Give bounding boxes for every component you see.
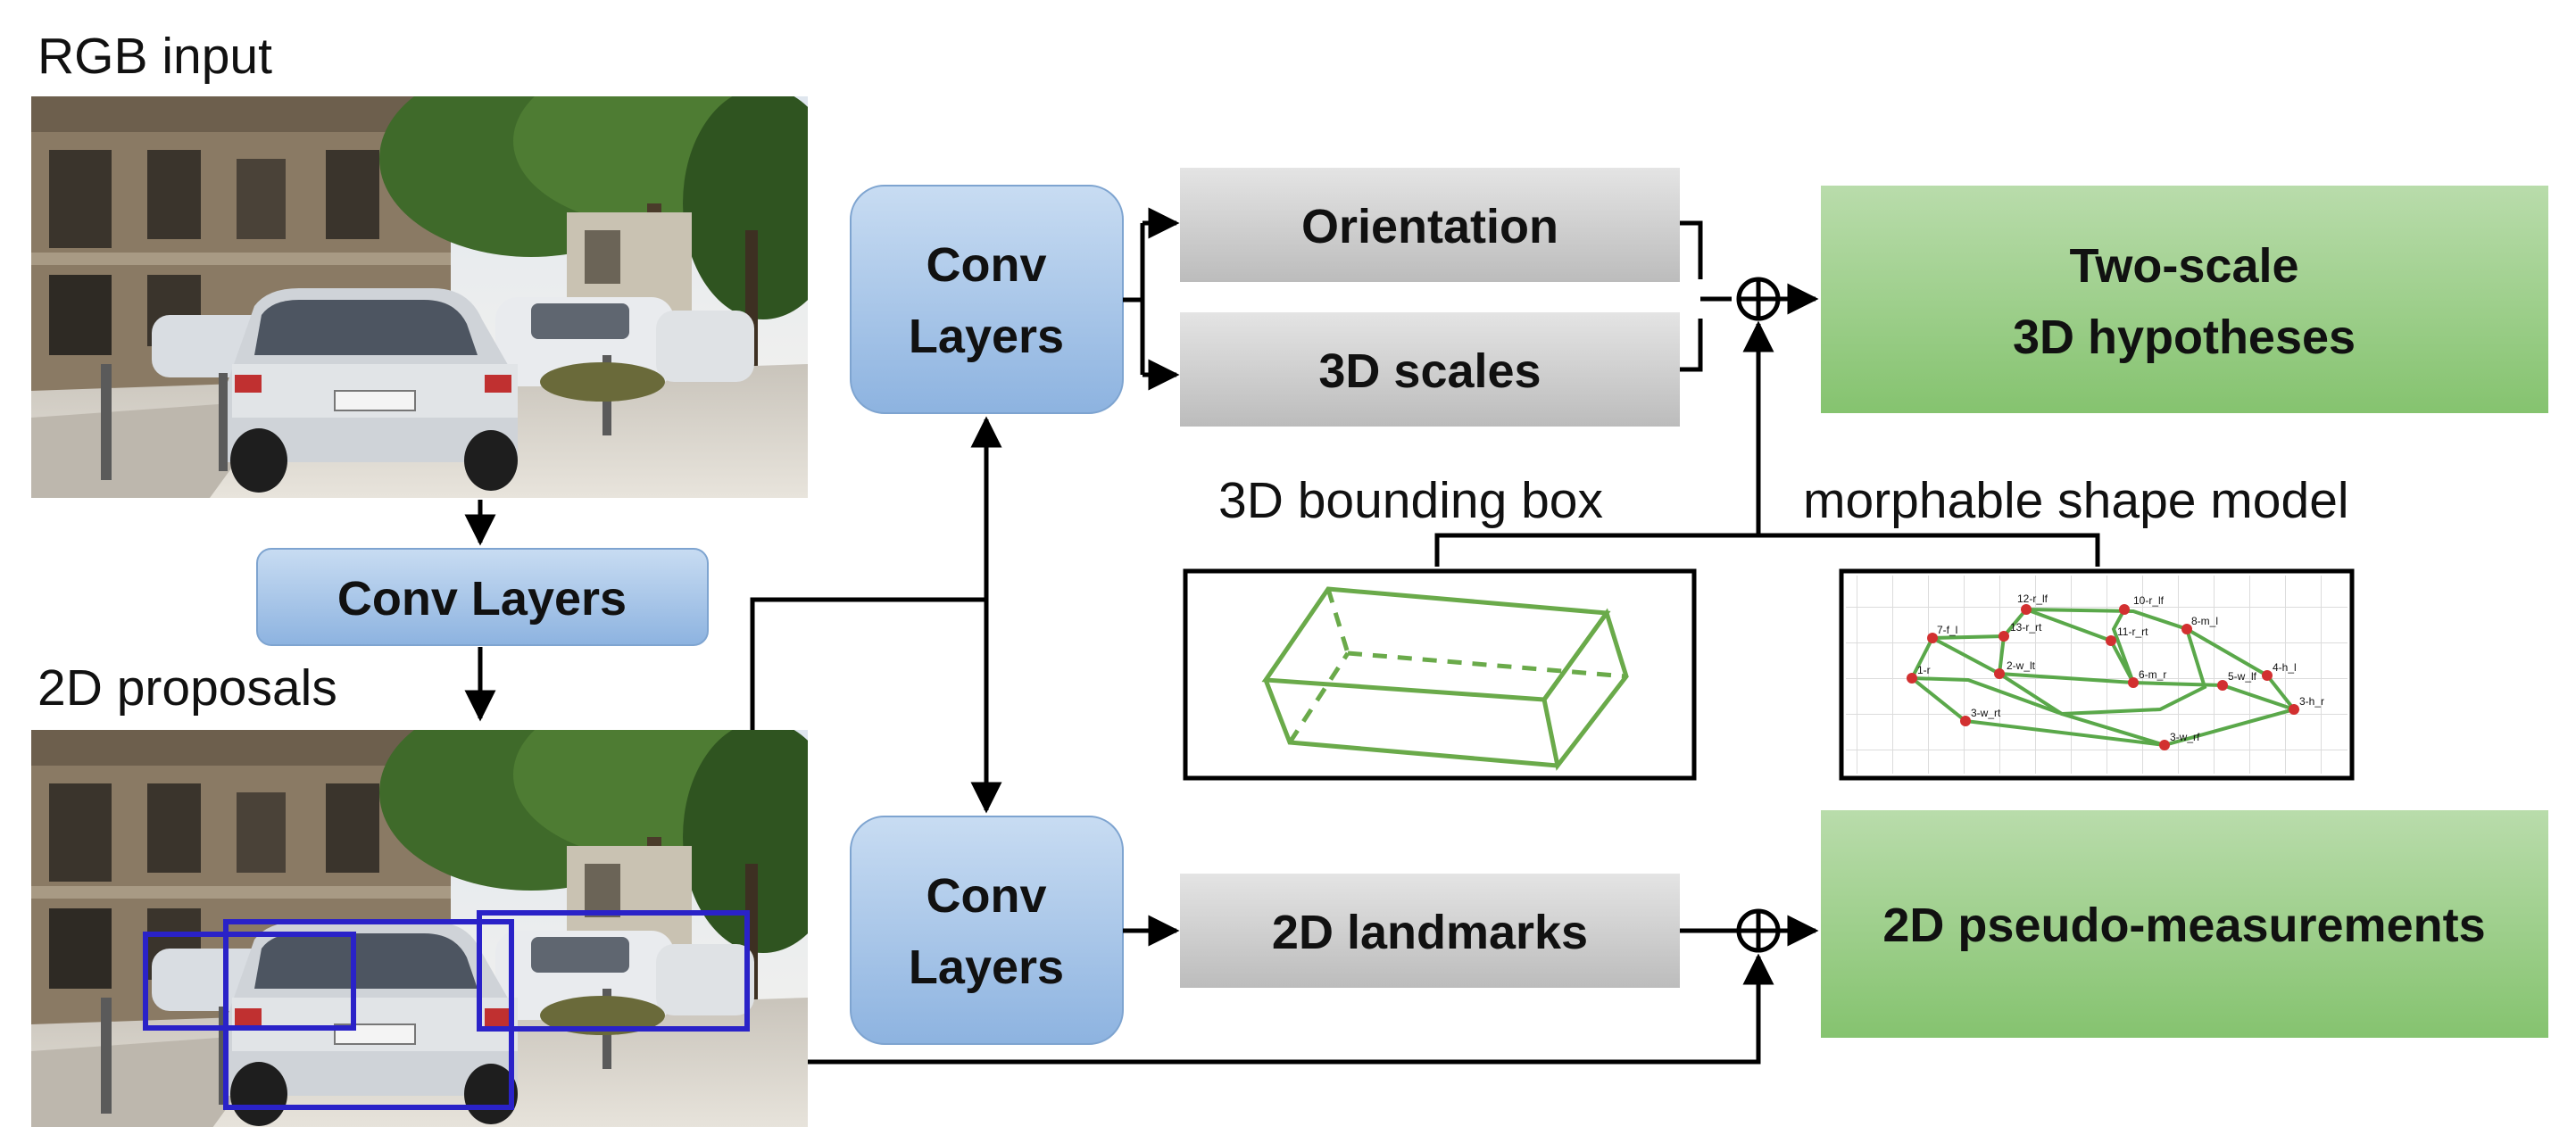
svg-text:1-r: 1-r [1917, 664, 1931, 676]
orientation-label: Orientation [1301, 200, 1558, 253]
svg-text:7-f_l: 7-f_l [1937, 624, 1957, 636]
shape-model-label: morphable shape model [1803, 472, 2349, 529]
scales-out-line [1680, 319, 1703, 372]
rgb-input-image [31, 96, 808, 498]
proposal-box-3 [477, 910, 750, 1032]
priors-join-line [1434, 533, 2100, 567]
orientation-out-line [1680, 220, 1703, 279]
svg-text:13-r_rt: 13-r_rt [2010, 621, 2042, 634]
proposal-feature-line [750, 597, 986, 730]
conv-layers-top-label-2: Layers [909, 310, 1064, 363]
hypotheses-box [1821, 186, 2548, 413]
proposals-image [31, 730, 808, 1127]
sum-node-top [1736, 277, 1781, 321]
svg-text:10-r_lf: 10-r_lf [2133, 594, 2165, 607]
orientation-box [1180, 168, 1680, 282]
svg-text:3-w_rt: 3-w_rt [1971, 707, 2001, 719]
shape-model-keypoint-labels: 12-r_lf 10-r_lf 13-r_rt 8-m_l 11-r_rt 7-… [1917, 593, 2324, 743]
landmarks-2d-box [1180, 874, 1680, 988]
proposal-to-sum-bottom [808, 953, 1774, 1065]
conv-layers-bottom-box [850, 816, 1124, 1045]
sum-node-bottom [1736, 908, 1781, 953]
rgb-input-label: RGB input [37, 28, 272, 85]
svg-text:3-h_r: 3-h_r [2299, 695, 2324, 708]
pseudo-measurements-label: 2D pseudo-measurements [1882, 899, 2485, 952]
scales-3d-box [1180, 312, 1680, 427]
shape-model-keypoints [1907, 604, 2299, 750]
svg-text:12-r_lf: 12-r_lf [2017, 593, 2048, 605]
bbox-3d-label: 3D bounding box [1218, 472, 1603, 529]
landmarks-2d-label: 2D landmarks [1272, 906, 1588, 959]
hypotheses-label-2: 3D hypotheses [2013, 311, 2356, 364]
pseudo-measurements-box [1821, 810, 2548, 1038]
conv-layers-top-label-1: Conv [927, 238, 1047, 292]
hypotheses-label-1: Two-scale [2069, 239, 2298, 293]
conv-layers-bottom-label-2: Layers [909, 941, 1064, 994]
svg-text:2-w_lt: 2-w_lt [2007, 659, 2036, 672]
conv-layers-mid-box [256, 548, 709, 646]
proposal-box-1 [143, 932, 356, 1031]
conv-layers-mid-label: Conv Layers [337, 572, 627, 626]
proposal-box-2 [223, 919, 514, 1110]
conv-layers-bottom-label-1: Conv [927, 869, 1047, 923]
proposals-2d-label: 2D proposals [37, 659, 337, 717]
svg-text:11-r_rt: 11-r_rt [2117, 626, 2148, 638]
bbox-3d-panel [1183, 568, 1697, 781]
svg-text:4-h_l: 4-h_l [2273, 661, 2297, 674]
svg-text:6-m_r: 6-m_r [2139, 668, 2166, 681]
scales-3d-label: 3D scales [1318, 344, 1541, 398]
bbox-3d-wireframe [1261, 586, 1629, 771]
svg-text:5-w_lf: 5-w_lf [2228, 670, 2257, 683]
conv-layers-top-box [850, 185, 1124, 414]
svg-text:3-w_rf: 3-w_rf [2170, 731, 2200, 743]
svg-text:8-m_l: 8-m_l [2191, 615, 2218, 627]
